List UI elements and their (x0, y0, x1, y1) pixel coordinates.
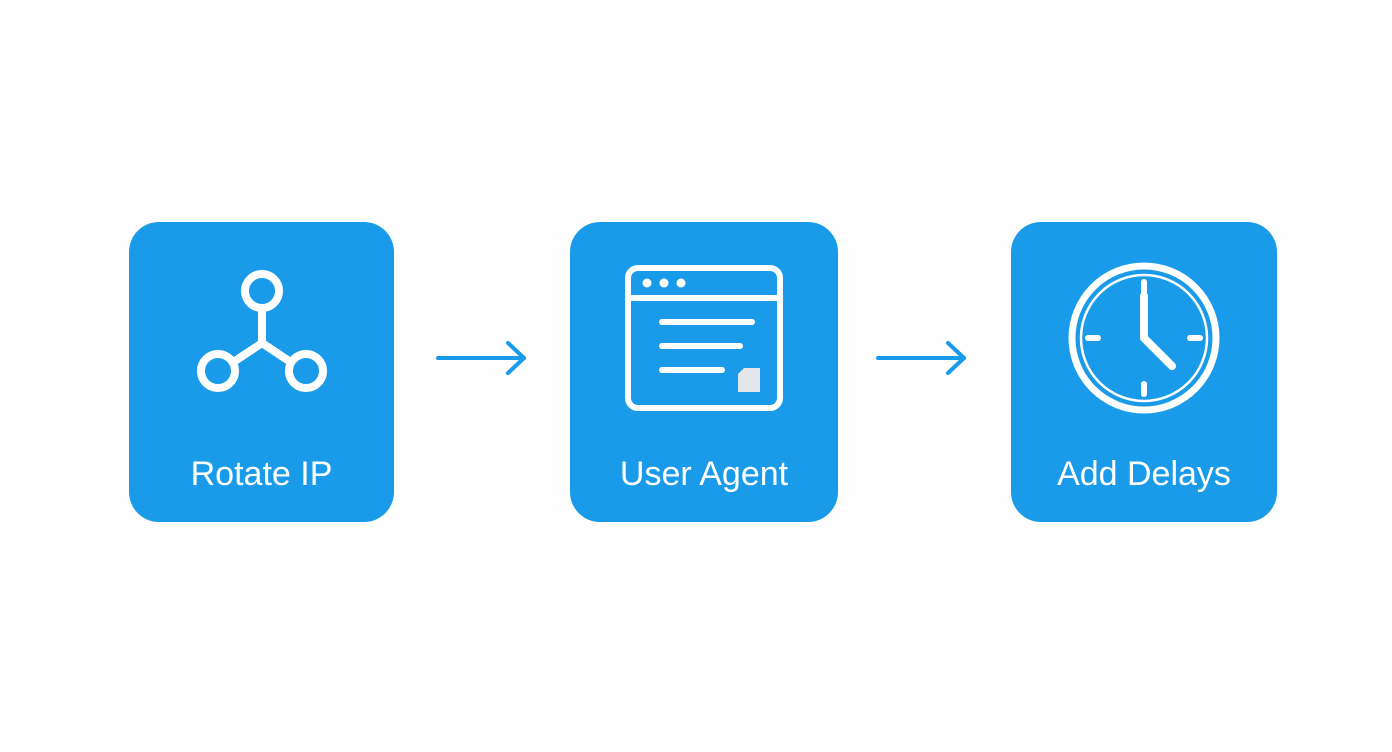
clock-icon (1068, 262, 1220, 414)
network-nodes-icon (196, 270, 327, 392)
step-card-user-agent: User Agent (570, 222, 838, 522)
step-label: User Agent (619, 455, 789, 493)
step-card-rotate-ip: Rotate IP (129, 222, 394, 522)
right-arrow-icon (876, 341, 966, 375)
step-label: Rotate IP (190, 455, 333, 493)
browser-window-icon (625, 265, 783, 411)
step-label: Add Delays (1057, 455, 1231, 493)
right-arrow-icon (436, 341, 526, 375)
step-card-add-delays: Add Delays (1011, 222, 1277, 522)
